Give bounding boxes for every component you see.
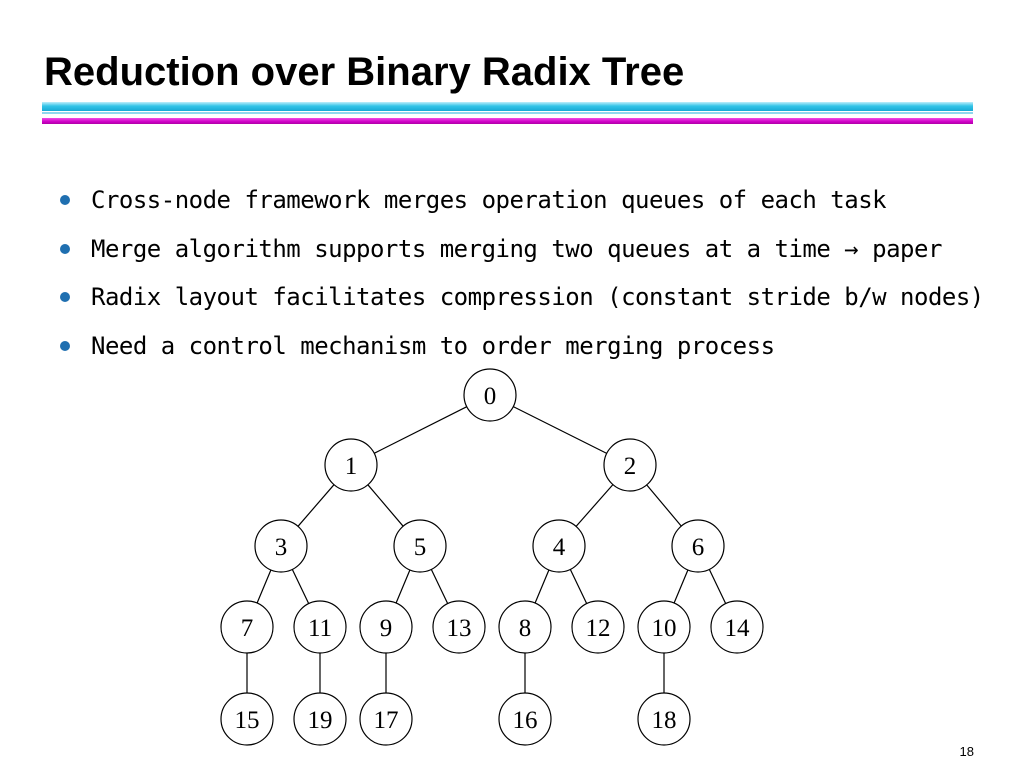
tree-node-label: 2 bbox=[624, 453, 637, 480]
tree-node-circle bbox=[393, 519, 447, 573]
bullet-item: Merge algorithm supports merging two que… bbox=[58, 227, 984, 276]
tree-node: 10 bbox=[637, 600, 691, 654]
bullet-item: Need a control mechanism to order mergin… bbox=[58, 324, 984, 373]
tree-node-label: 16 bbox=[513, 707, 538, 734]
tree-node-circle bbox=[671, 519, 725, 573]
tree-node-label: 14 bbox=[725, 615, 751, 642]
tree-node-label: 13 bbox=[447, 615, 472, 642]
bullet-dot-icon bbox=[60, 243, 70, 254]
tree-node-label: 7 bbox=[241, 615, 254, 642]
tree-node-label: 5 bbox=[414, 534, 427, 561]
tree-edge bbox=[575, 484, 614, 527]
tree-node: 7 bbox=[220, 600, 274, 654]
page-number: 18 bbox=[959, 744, 974, 759]
bullet-text: Cross-node framework merges operation qu… bbox=[91, 186, 887, 214]
tree-node-label: 12 bbox=[586, 615, 611, 642]
tree-node-circle bbox=[603, 438, 657, 492]
tree-node: 13 bbox=[432, 600, 486, 654]
tree-node: 12 bbox=[571, 600, 625, 654]
tree-node-circle bbox=[432, 600, 486, 654]
tree-node: 19 bbox=[293, 692, 347, 746]
tree-node-label: 4 bbox=[553, 534, 566, 561]
tree-node-circle bbox=[637, 692, 691, 746]
tree-node-label: 0 bbox=[484, 383, 497, 410]
slide-title: Reduction over Binary Radix Tree bbox=[44, 50, 685, 94]
bullet-text: Radix layout facilitates compression (co… bbox=[91, 283, 984, 311]
tree-edge bbox=[367, 484, 404, 527]
tree-node-circle bbox=[359, 692, 413, 746]
tree-node-label: 10 bbox=[652, 615, 677, 642]
title-rule-thin bbox=[42, 112, 973, 114]
tree-node-circle bbox=[498, 692, 552, 746]
tree-edge bbox=[646, 484, 682, 527]
bullet-item: Cross-node framework merges operation qu… bbox=[58, 178, 984, 227]
tree-node-circle bbox=[532, 519, 586, 573]
tree-node: 8 bbox=[498, 600, 552, 654]
tree-node-label: 15 bbox=[235, 707, 260, 734]
tree-node-label: 3 bbox=[275, 534, 288, 561]
tree-edge bbox=[673, 569, 689, 604]
tree-node: 11 bbox=[293, 600, 347, 654]
tree-edge bbox=[430, 569, 449, 604]
tree-node: 14 bbox=[710, 600, 764, 654]
tree-node-label: 9 bbox=[380, 615, 393, 642]
tree-node-circle bbox=[571, 600, 625, 654]
tree-node: 5 bbox=[393, 519, 447, 573]
tree-node: 15 bbox=[220, 692, 274, 746]
tree-node: 2 bbox=[603, 438, 657, 492]
tree-node-circle bbox=[254, 519, 308, 573]
tree-edge bbox=[569, 569, 588, 604]
tree-node-circle bbox=[710, 600, 764, 654]
tree-node: 18 bbox=[637, 692, 691, 746]
bullet-dot-icon bbox=[60, 292, 70, 302]
tree-node-circle bbox=[359, 600, 413, 654]
tree-edge bbox=[708, 569, 727, 604]
tree-edges bbox=[246, 406, 727, 693]
tree-node-circle bbox=[293, 692, 347, 746]
tree-node-circle bbox=[293, 600, 347, 654]
tree-node-label: 1 bbox=[345, 453, 358, 480]
tree-node-label: 8 bbox=[519, 615, 532, 642]
tree-edge bbox=[291, 569, 310, 604]
tree-node-circle bbox=[637, 600, 691, 654]
tree-node: 3 bbox=[254, 519, 308, 573]
tree-node: 9 bbox=[359, 600, 413, 654]
title-rule-magenta bbox=[42, 118, 973, 124]
tree-node-label: 19 bbox=[308, 707, 333, 734]
tree-node-circle bbox=[324, 438, 378, 492]
tree-node: 6 bbox=[671, 519, 725, 573]
title-rule-cyan bbox=[42, 102, 973, 111]
tree-node-label: 18 bbox=[652, 707, 677, 734]
tree-node: 16 bbox=[498, 692, 552, 746]
tree-node-label: 6 bbox=[692, 534, 705, 561]
tree-edge bbox=[513, 406, 607, 454]
tree-node: 0 bbox=[463, 368, 517, 422]
tree-edge bbox=[256, 569, 272, 604]
tree-node-label: 11 bbox=[308, 615, 332, 642]
tree-node-circle bbox=[498, 600, 552, 654]
bullet-list: Cross-node framework merges operation qu… bbox=[58, 178, 984, 372]
bullet-dot-icon bbox=[60, 340, 70, 351]
tree-node-circle bbox=[463, 368, 517, 422]
tree-node: 17 bbox=[359, 692, 413, 746]
tree-node: 4 bbox=[532, 519, 586, 573]
tree-node-label: 17 bbox=[374, 707, 399, 734]
bullet-text: Need a control mechanism to order mergin… bbox=[91, 331, 775, 360]
tree-edge bbox=[373, 406, 468, 454]
tree-edge bbox=[534, 569, 550, 604]
bullet-item: Radix layout facilitates compression (co… bbox=[58, 275, 984, 324]
bullet-dot-icon bbox=[60, 195, 70, 205]
tree-node-circle bbox=[220, 600, 274, 654]
tree-edge bbox=[395, 569, 411, 604]
tree-node: 1 bbox=[324, 438, 378, 492]
bullet-text: Merge algorithm supports merging two que… bbox=[91, 234, 942, 263]
tree-node-circle bbox=[220, 692, 274, 746]
tree-edge bbox=[297, 484, 335, 527]
